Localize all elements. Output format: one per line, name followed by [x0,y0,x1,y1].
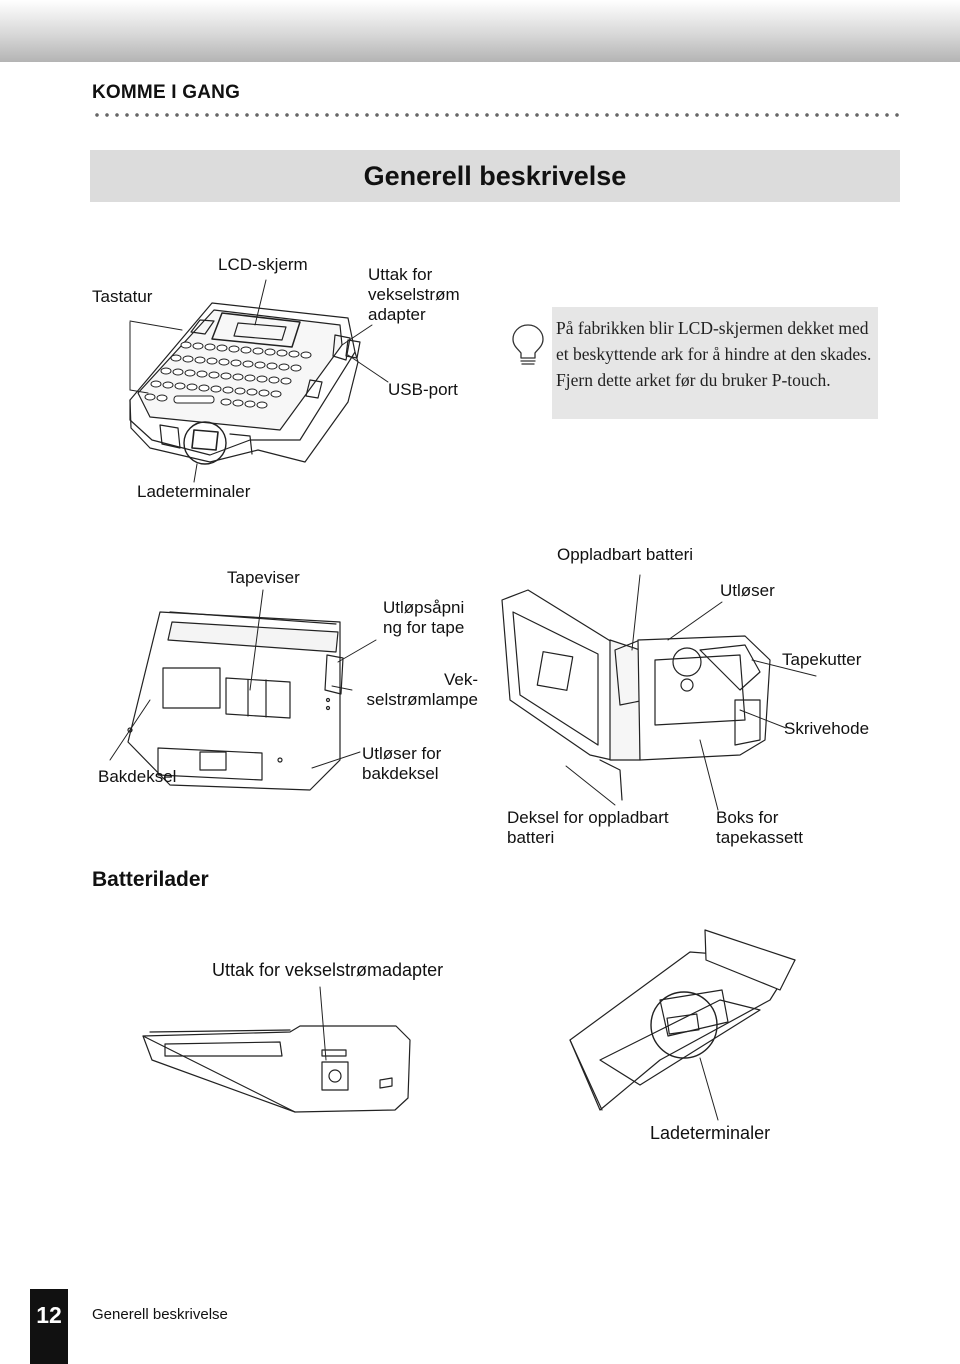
charger-top-illustration [570,930,795,1120]
label-lcd: LCD-skjerm [218,255,308,274]
label-ac-outlet: Uttak for vekselstrøm adapter [368,265,460,324]
charger-side-illustration [143,987,410,1112]
printer-open-illustration [502,575,816,810]
page-number-tab: 12 [30,1289,68,1364]
note-text: På fabrikken blir LCD-skjermen dekket me… [556,318,872,390]
printer-top-illustration [130,280,388,482]
page-number: 12 [36,1302,62,1328]
section-label: KOMME I GANG [92,82,241,103]
label-ac-lamp: Vek- selstrømlampe [366,670,478,709]
label-charger-ac-outlet: Uttak for vekselstrømadapter [212,960,444,980]
subheading-charger: Batterilader [92,868,209,891]
label-keyboard: Tastatur [92,287,153,306]
label-cutter: Tapekutter [782,650,862,669]
label-charge-terminals: Ladeterminaler [137,482,251,501]
label-back-cover-release: Utløser for bakdeksel [362,744,442,783]
top-band [0,0,960,62]
label-tape-viewer: Tapeviser [227,568,300,587]
label-usb: USB-port [388,380,458,399]
keyboard-keys [145,342,311,408]
title-box: Generell beskrivelse [90,150,900,202]
label-charger-terminals: Ladeterminaler [650,1123,771,1143]
label-tape-box: Boks for tapekassett [716,808,803,847]
footer-text: Generell beskrivelse [92,1306,228,1323]
label-print-head: Skrivehode [784,719,870,738]
lightbulb-icon [513,325,543,364]
label-battery-cover: Deksel for oppladbart batteri [507,808,669,847]
label-battery: Oppladbart batteri [557,545,694,564]
printer-back-illustration [110,590,376,790]
label-back-cover: Bakdeksel [98,767,177,786]
note-box [552,307,878,419]
label-release: Utløser [720,581,775,600]
dotted-divider [92,112,900,118]
page-title: Generell beskrivelse [363,161,627,191]
label-tape-exit: Utløpsåpni ng for tape [383,598,465,637]
